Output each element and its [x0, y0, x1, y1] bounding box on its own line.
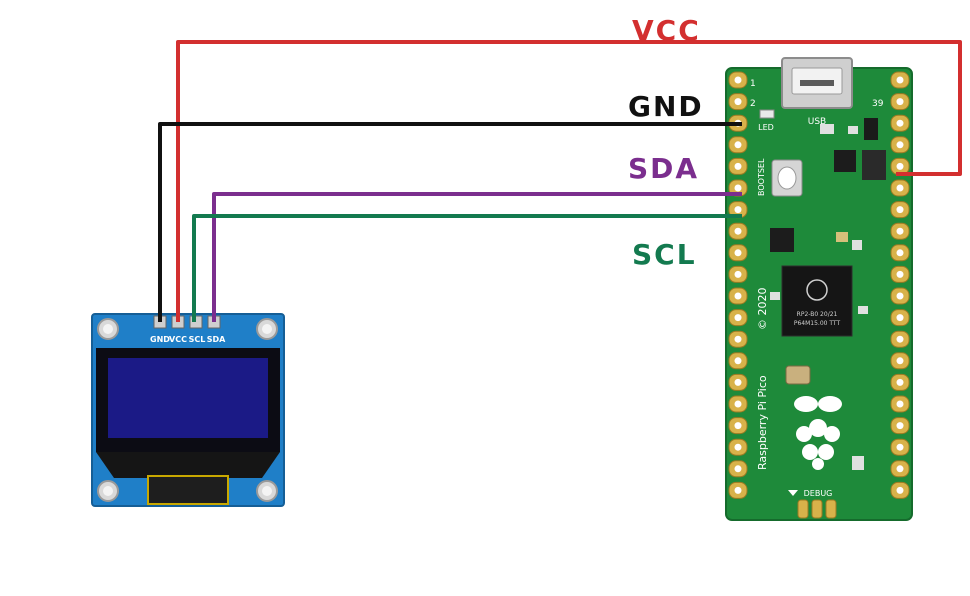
- wires: [158, 40, 962, 322]
- pico-pin-hole: [896, 400, 904, 408]
- oled-pin-label-sda: SDA: [207, 335, 226, 344]
- pico-pin-hole: [896, 162, 904, 170]
- pico-pin-hole: [734, 141, 742, 149]
- pico-pin-hole: [896, 422, 904, 430]
- crystal-oscillator: [785, 365, 811, 385]
- pico-pin-hole: [896, 443, 904, 451]
- pico-pin-hole: [896, 206, 904, 214]
- pico-pin-hole: [734, 314, 742, 322]
- debug-pads: [797, 499, 837, 519]
- pico-pin-hole: [734, 378, 742, 386]
- oled-pin-label-gnd: GND: [150, 335, 170, 344]
- raspberry-pi-logo-icon: [794, 396, 842, 470]
- pico-pin-hole: [896, 465, 904, 473]
- board-name-text: Raspberry Pi Pico: [756, 375, 769, 470]
- oled-ribbon-connector: [147, 475, 229, 505]
- pico-pin-hole: [734, 76, 742, 84]
- sda-wire-label: SDA: [628, 152, 699, 185]
- chip-marking-line1: RP2-B0 20/21: [797, 311, 838, 318]
- gnd-wire: [158, 122, 742, 322]
- pico-pin-hole: [896, 292, 904, 300]
- oled-pin-label-scl: SCL: [189, 335, 206, 344]
- pico-pin-hole: [896, 98, 904, 106]
- chip-marking-line2: P64M15.00 TTT: [794, 320, 841, 327]
- pico-pin-hole: [734, 335, 742, 343]
- pico-pin-hole: [734, 400, 742, 408]
- gnd-wire-label: GND: [628, 90, 704, 123]
- pico-pin-hole: [734, 162, 742, 170]
- pico-pin-hole: [896, 141, 904, 149]
- pico-pin-hole: [734, 98, 742, 106]
- pico-pin-hole: [734, 292, 742, 300]
- pico-pin-hole: [734, 465, 742, 473]
- bootsel-label: BOOTSEL: [757, 158, 766, 196]
- led-icon: [759, 109, 775, 119]
- pico-pin-hole: [734, 486, 742, 494]
- mounting-hole-icon: [97, 318, 278, 502]
- pin-number-2: 2: [750, 99, 756, 109]
- rp2040-chip: [781, 265, 853, 337]
- pico-pin-hole: [896, 486, 904, 494]
- pico-pin-hole: [896, 227, 904, 235]
- oled-ribbon-flex: [96, 452, 280, 478]
- pico-pin-hole: [734, 443, 742, 451]
- usb-connector-icon: [781, 57, 853, 109]
- oled-pin-label-vcc: VCC: [169, 335, 187, 344]
- vcc-wire: [176, 40, 962, 322]
- pin-number-39: 39: [872, 99, 884, 109]
- pico-pin-hole: [734, 227, 742, 235]
- oled-module: GND VCC SCL SDA: [91, 313, 285, 507]
- pico-pin-hole: [734, 357, 742, 365]
- pico-pin-hole: [734, 422, 742, 430]
- scl-wire-label: SCL: [632, 238, 697, 271]
- vcc-wire-label: VCC: [632, 14, 701, 47]
- pico-pin-hole: [734, 184, 742, 192]
- pico-pin-hole: [896, 184, 904, 192]
- board-copyright-text: © 2020: [756, 288, 769, 331]
- sda-wire: [212, 192, 742, 322]
- pico-pin-hole: [896, 249, 904, 257]
- usb-label: USB: [808, 117, 826, 127]
- pico-pin-hole: [734, 249, 742, 257]
- pico-pin-hole: [896, 335, 904, 343]
- pico-pin-hole: [896, 76, 904, 84]
- scl-wire: [192, 214, 742, 322]
- pico-pin-hole: [734, 206, 742, 214]
- pico-pin-hole: [896, 270, 904, 278]
- pico-pin-hole: [896, 314, 904, 322]
- pico-pin-hole: [896, 378, 904, 386]
- oled-screen: [108, 358, 268, 438]
- debug-label: DEBUG: [804, 489, 833, 498]
- debug-arrow-icon: [788, 490, 798, 496]
- pico-components: [770, 118, 886, 470]
- led-label: LED: [758, 123, 774, 132]
- pico-pin-pads: [728, 71, 910, 499]
- pico-pin-hole: [896, 119, 904, 127]
- bootsel-button: [771, 159, 803, 197]
- pin-number-1: 1: [750, 79, 756, 89]
- pico-board: USB LED 1 2 39 BOOTSEL: [725, 57, 913, 521]
- pico-pin-hole: [896, 357, 904, 365]
- pico-pin-hole: [734, 270, 742, 278]
